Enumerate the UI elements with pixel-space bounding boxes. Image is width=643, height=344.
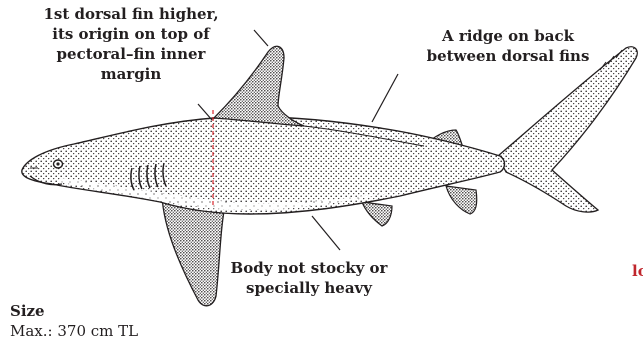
cut-off-text: lo xyxy=(632,262,643,280)
size-title: Size xyxy=(10,301,138,321)
annotation-dorsal-fin: 1st dorsal fin higher, its origin on top… xyxy=(2,4,260,84)
annotation-ridge: A ridge on back between dorsal fins xyxy=(405,26,611,66)
pelvic-fin xyxy=(362,202,392,226)
anal-fin xyxy=(446,186,477,214)
size-info: Size Max.: 370 cm TL xyxy=(10,301,138,341)
caudal-fin xyxy=(498,47,637,212)
shark-body xyxy=(22,117,505,214)
annotation-body: Body not stocky or specially heavy xyxy=(214,258,404,298)
size-max-length: Max.: 370 cm TL xyxy=(10,321,138,341)
